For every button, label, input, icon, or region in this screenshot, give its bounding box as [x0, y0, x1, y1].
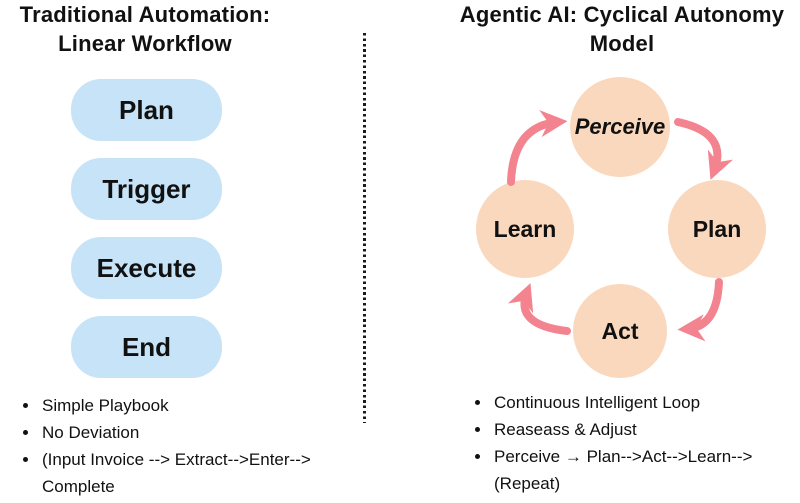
traditional-bullet-3: (Input Invoice --> Extract-->Enter--> Co… [40, 446, 370, 500]
step-box-plan: Plan [71, 79, 222, 141]
arrow-perceive-to-plan-icon [674, 118, 734, 180]
step-label-end: End [121, 331, 172, 362]
step-label-trigger: Trigger [102, 173, 191, 204]
arrow-plan-to-act-icon [677, 278, 723, 342]
cycle-label-learn: Learn [493, 215, 557, 242]
agentic-title-line2: Model [589, 31, 655, 56]
traditional-bullet-list: Simple Playbook No Deviation (Input Invo… [20, 392, 370, 500]
arrow-act-to-learn-icon [507, 283, 571, 335]
cycle-arrows [507, 110, 734, 342]
step-box-end: End [71, 316, 222, 378]
agentic-bullet-1: Continuous Intelligent Loop [492, 389, 788, 416]
traditional-title-line1: Traditional Automation: [19, 2, 271, 27]
cycle-circle-learn: Learn [476, 180, 574, 278]
traditional-title: Traditional Automation: Linear Workflow [0, 0, 290, 58]
traditional-bullet-2: No Deviation [40, 419, 370, 446]
cycle-label-perceive: Perceive [574, 114, 666, 139]
cycle-label-plan: Plan [692, 215, 742, 242]
cycle-circle-perceive: Perceive [570, 77, 670, 177]
arrow-learn-to-perceive-icon [507, 110, 568, 186]
agentic-bullet-2: Reaseass & Adjust [492, 416, 788, 443]
traditional-bullet-1: Simple Playbook [40, 392, 370, 419]
cycle-circle-plan: Plan [668, 180, 766, 278]
step-label-plan: Plan [119, 94, 174, 125]
dotted-divider [363, 33, 366, 423]
cycle-circle-act: Act [573, 284, 667, 378]
agentic-title: Agentic AI: Cyclical Autonomy Model [452, 0, 792, 58]
traditional-title-line2: Linear Workflow [58, 31, 232, 56]
step-box-trigger: Trigger [71, 158, 222, 220]
step-label-execute: Execute [96, 252, 197, 283]
agentic-title-line1: Agentic AI: Cyclical Autonomy [459, 2, 785, 27]
agentic-bullet-3: Perceive → Plan-->Act-->Learn--> (Repeat… [492, 443, 788, 497]
cycle-label-act: Act [601, 317, 639, 344]
step-box-execute: Execute [71, 237, 222, 299]
agentic-bullet-list: Continuous Intelligent Loop Reaseass & A… [472, 389, 788, 497]
